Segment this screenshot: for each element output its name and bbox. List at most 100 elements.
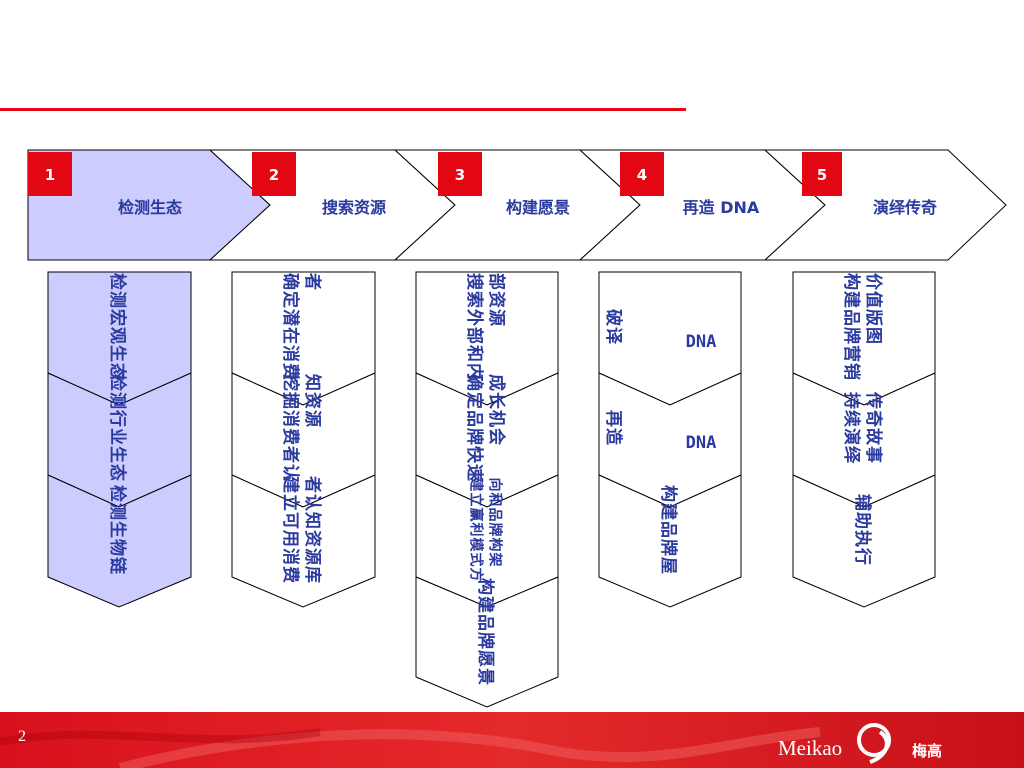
- card-label-char: 版: [863, 309, 884, 326]
- card-label-char: 库: [302, 566, 323, 583]
- card-label-char: 品: [487, 508, 503, 522]
- card-label-char: 生: [107, 345, 128, 362]
- card-label-char: 业: [107, 428, 127, 445]
- card-label-char: 生: [107, 446, 128, 463]
- process-diagram: 1 2 3 4 5 检测生态 搜索资源 构建愿景 再造 DNA 演绎传奇: [27, 149, 1007, 708]
- card-label-char: 译: [603, 327, 623, 345]
- footer-band: [0, 712, 1024, 768]
- card-label-char: 造: [603, 428, 623, 446]
- card-label-char: 态: [107, 464, 128, 481]
- card-label-char: 费: [280, 428, 301, 445]
- card-label-char: 销: [841, 363, 862, 380]
- card-label-char: 架: [487, 552, 504, 567]
- card-label-char: 成: [486, 374, 507, 391]
- card-label-char: 续: [841, 410, 862, 427]
- card-label-char: 图: [863, 327, 883, 344]
- card-label-char: 认: [302, 494, 323, 512]
- card-label-char: 演: [841, 428, 862, 445]
- card-label-char: 助: [852, 512, 873, 529]
- column-1-card-3[interactable]: [47, 474, 192, 608]
- card-label-char: 行: [852, 547, 873, 565]
- card-label-char: 索: [464, 291, 485, 308]
- card-label-char: 品: [475, 614, 495, 631]
- step-number-3: 3: [455, 166, 465, 184]
- step-title-1: 检测生态: [118, 198, 182, 217]
- card-label-char: 构: [475, 578, 496, 595]
- card-label-char: 资: [302, 392, 323, 409]
- card-label-char: 建: [468, 478, 485, 492]
- card-label-char: 资: [302, 530, 323, 547]
- card-label-char: 建: [658, 503, 679, 520]
- card-label-char: 建: [475, 596, 496, 613]
- card-label-char: 向: [487, 478, 504, 492]
- card-label-char: 建: [841, 291, 862, 308]
- card-label-char: 源: [302, 410, 323, 427]
- card-label-char: 费: [280, 566, 301, 583]
- step-number-1: 1: [45, 166, 55, 184]
- card-label-char: 立: [468, 493, 485, 507]
- card-label-char: 源: [486, 309, 507, 326]
- card-label-char: 方: [468, 568, 485, 582]
- card-label-char: 掘: [280, 392, 301, 409]
- card-label-char: 品: [658, 521, 678, 538]
- card-label-char: 测: [107, 392, 128, 409]
- card-label-char: 和: [464, 345, 484, 362]
- card-label-char: 和: [487, 493, 503, 507]
- card-label-char: 品: [464, 410, 484, 427]
- card-label-char: 故: [863, 428, 884, 446]
- step-title-2: 搜索资源: [322, 198, 386, 217]
- card-label-char: 观: [107, 326, 127, 344]
- card-label-char: 机: [486, 410, 507, 427]
- step-number-badge-4: [620, 152, 664, 196]
- column-1: [47, 271, 192, 608]
- card-label-char: 景: [475, 668, 495, 685]
- step-number-badge-2: [252, 152, 296, 196]
- column-5-card-3[interactable]: [792, 474, 936, 608]
- card-label-char: 构: [658, 485, 679, 502]
- card-label-char: 检: [107, 485, 128, 502]
- card-label-char: 传: [863, 391, 884, 409]
- card-label-char: 快: [464, 446, 485, 464]
- card-label-char: 速: [464, 464, 485, 481]
- column-4: [598, 271, 742, 608]
- card-label-char: 破: [603, 309, 624, 326]
- card-label-char: 在: [280, 327, 301, 344]
- card-label-char: 牌: [841, 327, 862, 344]
- card-label-char: 利: [468, 523, 485, 537]
- step-number-badge-1: [28, 152, 72, 196]
- column-3-card-4[interactable]: [415, 576, 559, 708]
- step-number-2: 2: [269, 166, 279, 184]
- column-2: [231, 271, 376, 608]
- meikao-logo-icon: [857, 723, 891, 764]
- step-number-badge-3: [438, 152, 482, 196]
- card-label-char: 辅: [852, 494, 873, 511]
- card-label-char: 部: [464, 327, 485, 344]
- step-title-4: 再造 DNA: [683, 198, 760, 217]
- card-label-char: 搜: [464, 273, 485, 291]
- card-label-char: 价: [863, 273, 883, 291]
- card-label-char: 愿: [475, 650, 495, 667]
- card-label-char: 事: [863, 446, 883, 463]
- card-label-char: 检: [107, 374, 128, 391]
- card-label-char: 构: [841, 273, 862, 290]
- card-label-char: 模: [468, 538, 485, 553]
- card-label-char: 知: [302, 511, 323, 529]
- card-label-char: 构: [487, 538, 504, 552]
- card-label-char: 者: [280, 445, 301, 463]
- column-4-card-3[interactable]: [598, 474, 742, 608]
- card-label-char: 牌: [464, 428, 485, 445]
- step-number-4: 4: [637, 166, 647, 184]
- card-label-char: 测: [107, 291, 128, 308]
- card-label-char: 内: [464, 363, 485, 380]
- card-label-char: 再: [603, 410, 623, 427]
- card-label-char: 费: [280, 363, 301, 380]
- card-label-char: 执: [852, 530, 873, 547]
- card-label-char: 潜: [280, 309, 301, 327]
- column-3: [415, 271, 559, 708]
- column-2-card-3[interactable]: [231, 474, 376, 608]
- card-label-char: 牌: [487, 523, 504, 537]
- card-label-char: 链: [107, 557, 128, 575]
- card-label-char: 消: [280, 548, 301, 565]
- card-label-char: 用: [280, 530, 300, 547]
